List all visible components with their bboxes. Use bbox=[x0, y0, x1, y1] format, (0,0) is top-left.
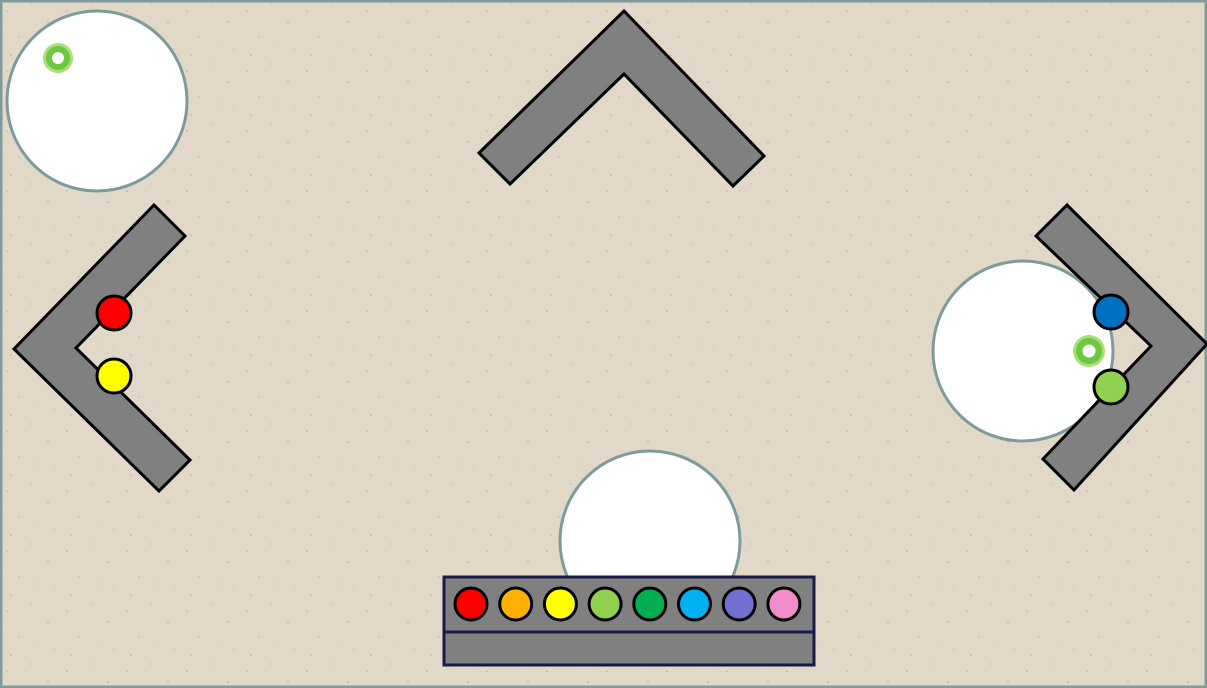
target-marker-ring-icon bbox=[43, 43, 73, 73]
target-marker-ring-icon bbox=[1073, 335, 1105, 367]
tray-ball-orange[interactable] bbox=[500, 588, 532, 620]
tray-ball-cyan[interactable] bbox=[679, 588, 711, 620]
ball-tray bbox=[444, 577, 814, 665]
tray-ball-green[interactable] bbox=[634, 588, 666, 620]
tray-ball-lightgreen[interactable] bbox=[589, 588, 621, 620]
target-circle-top-left[interactable] bbox=[7, 11, 187, 191]
ball-yellow-placed[interactable] bbox=[97, 359, 131, 393]
ball-red-placed[interactable] bbox=[97, 296, 131, 330]
tray-ball-red[interactable] bbox=[455, 588, 487, 620]
tray-ball-yellow[interactable] bbox=[544, 588, 576, 620]
tray-ball-pink[interactable] bbox=[768, 588, 800, 620]
tray-bottom-panel bbox=[444, 632, 814, 665]
tray-ball-indigo[interactable] bbox=[723, 588, 755, 620]
ball-lightgreen-placed[interactable] bbox=[1094, 370, 1128, 404]
ball-blue-placed[interactable] bbox=[1094, 295, 1128, 329]
